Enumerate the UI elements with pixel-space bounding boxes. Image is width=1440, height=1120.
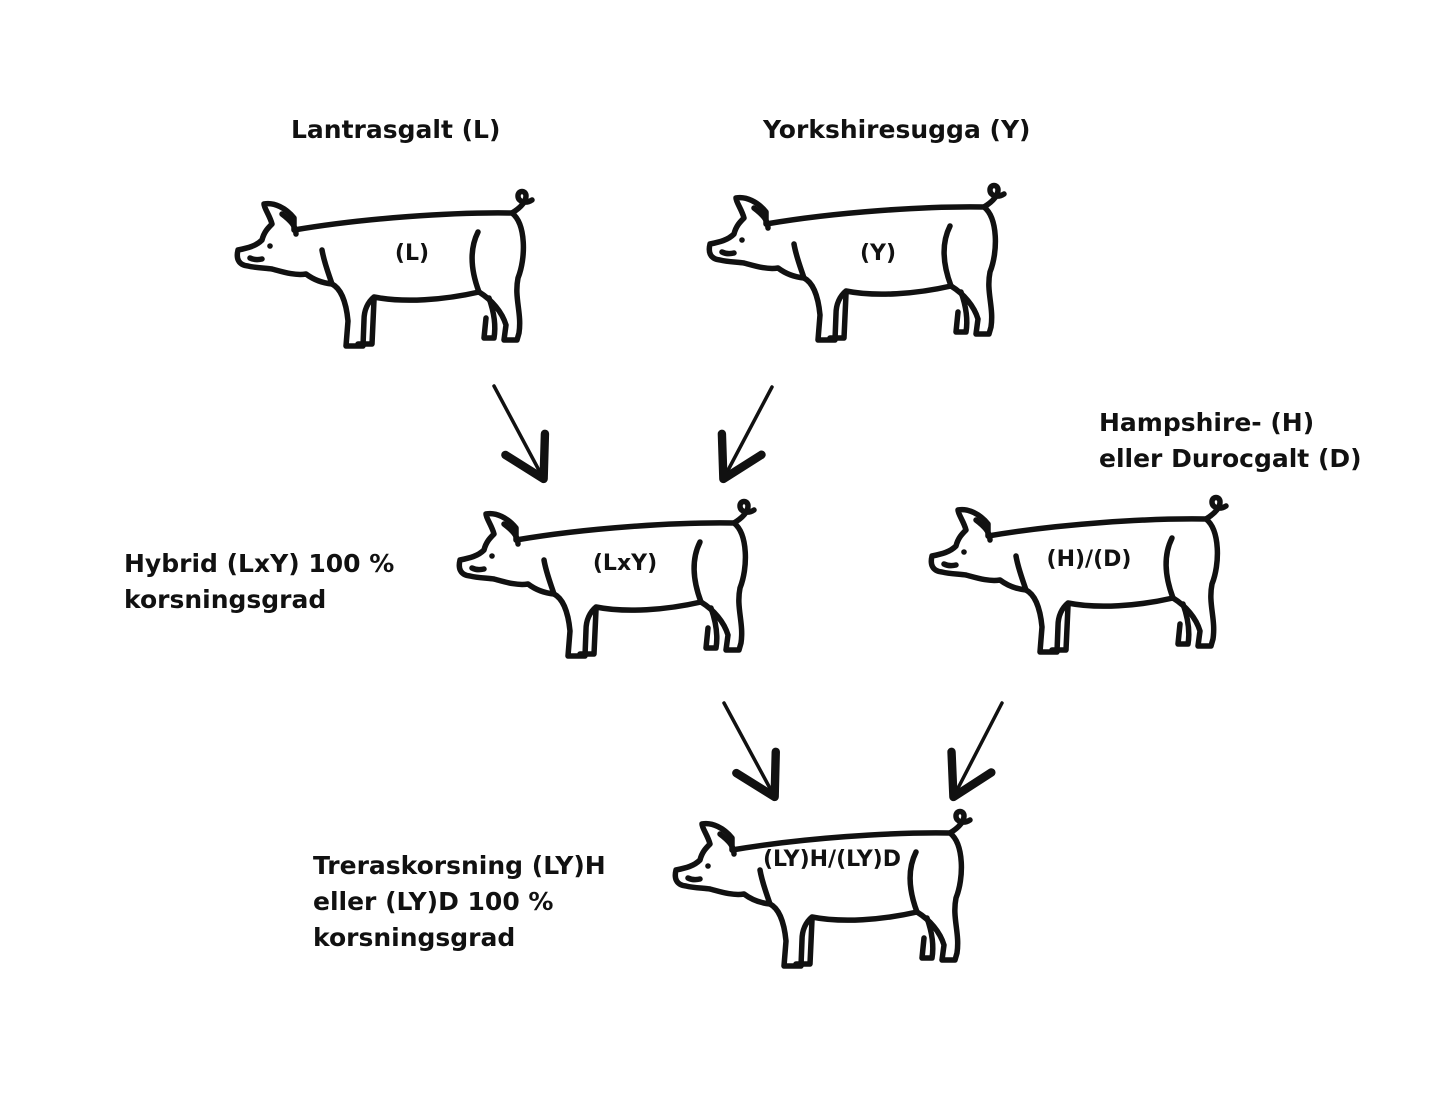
label-lantrasgalt-text: Lantrasgalt (L) [291, 115, 501, 144]
pig-outline-icon [675, 812, 970, 967]
pig-outline-icon [237, 192, 532, 347]
arrow-down-icon [947, 701, 1004, 802]
pig-lxy: (LxY) [459, 502, 754, 657]
label-trerask-line2: eller (LY)D 100 % [313, 887, 554, 916]
pig-lyhd: (LY)H/(LY)D [675, 812, 970, 967]
pig-hd: (H)/(D) [931, 498, 1226, 653]
label-hampshire-line1: Hampshire- (H) [1099, 408, 1315, 437]
pig-code-lxy: (LxY) [593, 551, 657, 576]
label-yorkshiresugga-text: Yorkshiresugga (Y) [763, 115, 1031, 144]
label-hybrid-line2: korsningsgrad [124, 585, 327, 614]
label-hybrid-line1: Hybrid (LxY) 100 % [124, 549, 395, 578]
label-hampshire-duroc: Hampshire- (H) eller Durocgalt (D) [1099, 405, 1362, 477]
arrow-down-icon [717, 385, 774, 484]
pig-code-lyhd: (LY)H/(LY)D [763, 847, 901, 872]
pig-outline-icon [459, 502, 754, 657]
pig-outline-icon [709, 186, 1004, 341]
label-trerask-line3: korsningsgrad [313, 923, 516, 952]
label-yorkshiresugga: Yorkshiresugga (Y) [763, 112, 1030, 148]
arrow-down-icon [722, 701, 780, 802]
pig-code-l: (L) [395, 241, 429, 266]
pig-l: (L) [237, 192, 532, 347]
pig-code-hd: (H)/(D) [1047, 547, 1132, 572]
label-hybrid: Hybrid (LxY) 100 % korsningsgrad [124, 546, 394, 618]
pig-outline-icon [931, 498, 1226, 653]
label-lantrasgalt: Lantrasgalt (L) [291, 112, 500, 148]
label-treraskorsning: Treraskorsning (LY)H eller (LY)D 100 % k… [313, 848, 606, 956]
pig-code-y: (Y) [860, 241, 896, 266]
label-trerask-line1: Treraskorsning (LY)H [313, 851, 606, 880]
pig-y: (Y) [709, 186, 1004, 341]
arrow-down-icon [492, 384, 550, 484]
label-hampshire-line2: eller Durocgalt (D) [1099, 444, 1362, 473]
